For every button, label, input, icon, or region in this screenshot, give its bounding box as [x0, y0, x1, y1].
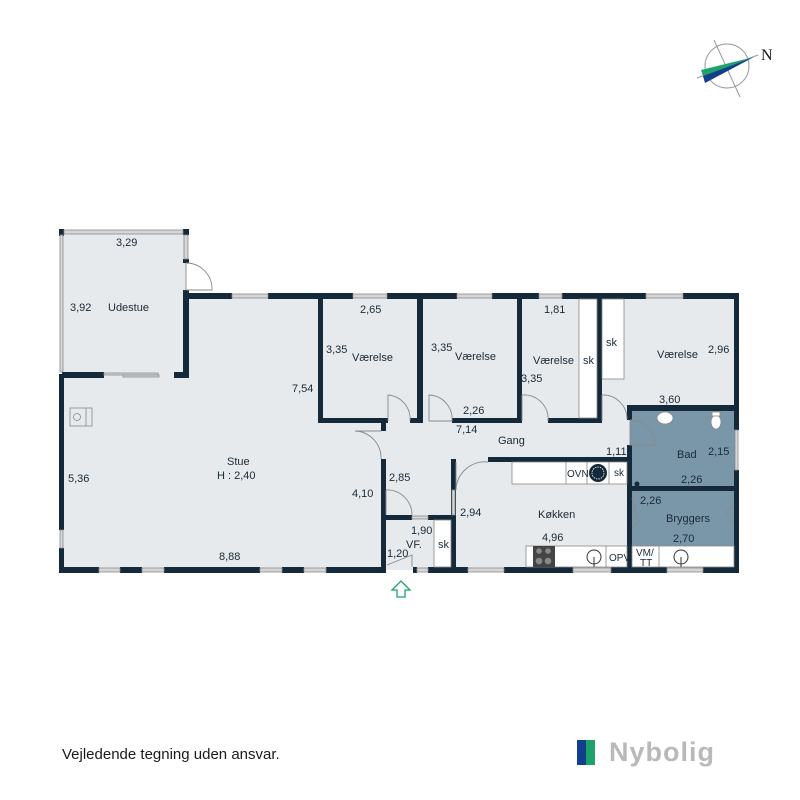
vaerelse2-name: Værelse [455, 351, 496, 363]
vaerelse1-name: Værelse [352, 352, 393, 364]
closet-vaerelse3 [578, 298, 598, 419]
udestue-name: Udestue [108, 302, 149, 314]
oven-label: OVN [567, 469, 589, 480]
koekken-dim-side: 2,94 [460, 507, 481, 519]
udestue-dim-side: 3,92 [70, 302, 91, 314]
vaerelse4-closet: sk [606, 337, 618, 349]
nybolig-logo: Nybolig [577, 736, 715, 767]
stue-height: H : 2,40 [217, 470, 256, 482]
bad-dim-side: 2,15 [708, 446, 729, 458]
fixtures [69, 298, 735, 568]
vaerelse1-dim-side: 3,35 [326, 344, 347, 356]
stove-fixture [69, 407, 93, 427]
bryggers-dim-top: 2,26 [640, 495, 661, 507]
gang-name: Gang [498, 435, 525, 447]
logo-text: Nybolig [609, 736, 715, 767]
room-labels: 3,29 3,92 Udestue Stue H : 2,40 5,36 8,8… [68, 237, 729, 569]
bad-dim-bottom: 2,26 [681, 474, 702, 486]
closet-vf [433, 519, 452, 568]
bryggers-counter [631, 545, 735, 568]
washbasin-icon [656, 411, 674, 425]
cooktop-icon [533, 546, 555, 567]
vaerelse3-dim-top: 1,81 [544, 304, 565, 316]
stue-dim-bottom: 8,88 [219, 551, 240, 563]
bryggers-name: Bryggers [666, 513, 711, 525]
bad-name: Bad [677, 449, 697, 461]
gang-dim-right: 1,11 [606, 446, 627, 458]
vf-closet: sk [438, 539, 450, 551]
compass-icon: N [696, 39, 773, 98]
vaerelse1-dim-top: 2,65 [360, 304, 381, 316]
vaerelse4-name: Værelse [657, 349, 698, 361]
logo-blue-bar [577, 739, 586, 765]
bryggers-dim-bottom: 2,70 [673, 533, 694, 545]
koekken-dim-bottom: 4,96 [542, 532, 563, 544]
vf-dim-side: 1,20 [387, 548, 408, 560]
vaerelse2-dim-bottom: 2,26 [463, 405, 484, 417]
stue-dim-inner: 4,10 [352, 488, 373, 500]
vaerelse3-dim-side: 3,35 [521, 373, 542, 385]
washer-label: VM/ [636, 548, 654, 559]
dryer-label: TT [640, 558, 652, 569]
windows [59, 229, 739, 573]
vaerelse4-dim-side: 2,96 [708, 344, 729, 356]
toilet-icon [710, 414, 722, 430]
dishwasher-label: OPV [609, 553, 630, 564]
doors [185, 262, 735, 567]
bryggers-floor [630, 490, 736, 548]
vf-name: VF. [406, 539, 422, 551]
disclaimer-text: Vejledende tegning uden ansvar. [62, 746, 280, 763]
gang-dim-side: 2,85 [389, 472, 410, 484]
vaerelse2-dim-side: 3,35 [431, 342, 452, 354]
stue-dim-right: 7,54 [292, 383, 313, 395]
entrance-arrow-icon [390, 580, 412, 598]
gang-dim-length: 7,14 [456, 424, 477, 436]
koekken-name: Køkken [538, 509, 575, 521]
vaerelse4-dim-bottom: 3,60 [659, 394, 680, 406]
vaerelse3-closet: sk [583, 355, 595, 367]
stue-name: Stue [227, 456, 250, 468]
vf-dim-top: 1,90 [411, 525, 432, 537]
stue-dim-side: 5,36 [68, 473, 89, 485]
udestue-dim-top: 3,29 [116, 237, 137, 249]
fridge-label: sk [614, 468, 625, 479]
compass-north-label: N [761, 47, 773, 64]
closet-vaerelse4 [601, 298, 625, 380]
logo-green-bar [586, 739, 595, 765]
vaerelse3-name: Værelse [533, 355, 574, 367]
